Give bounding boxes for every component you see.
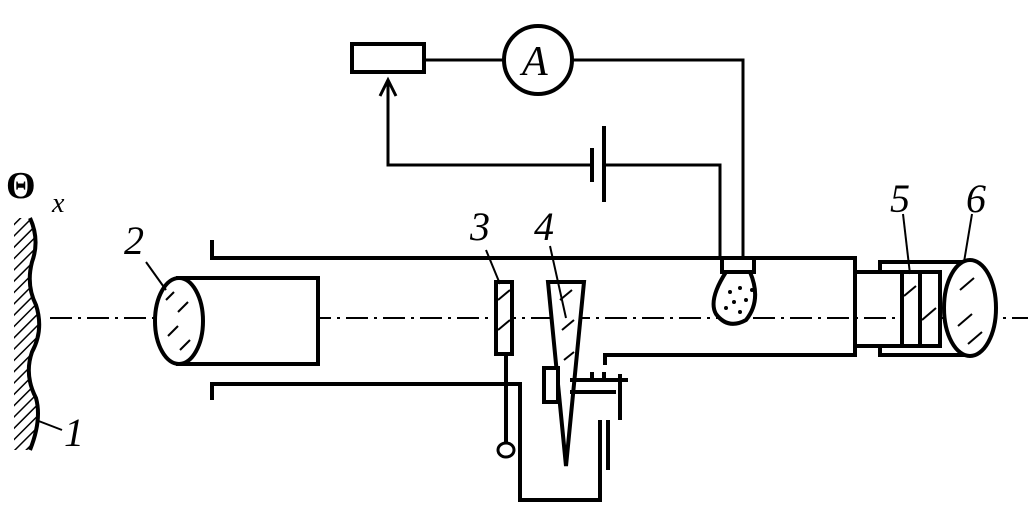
absorbing-wedge xyxy=(542,280,587,467)
label-objective-lens: 2 xyxy=(124,218,144,263)
temperature-symbol: Θ xyxy=(6,165,36,207)
label-eyepiece: 6 xyxy=(966,176,986,221)
temperature-subscript: x xyxy=(51,188,65,219)
eyepiece-filter xyxy=(900,270,942,348)
filter-plate xyxy=(494,280,516,459)
ammeter-letter: A xyxy=(519,39,548,85)
telescope-tube xyxy=(210,240,965,502)
label-wedge: 4 xyxy=(534,204,554,249)
label-object: 1 xyxy=(64,410,84,455)
leader-lines xyxy=(35,213,973,431)
label-filter: 3 xyxy=(469,204,490,249)
label-eyepiece-filter: 5 xyxy=(890,176,910,221)
eyepiece-lens xyxy=(942,258,998,358)
ammeter: A xyxy=(502,24,574,96)
wedge-drive xyxy=(570,372,628,470)
objective-lens xyxy=(153,276,320,366)
hot-object xyxy=(14,217,42,451)
pyrometer-lamp xyxy=(711,256,758,326)
rheostat xyxy=(350,42,426,74)
lamp-circuit xyxy=(350,42,745,258)
